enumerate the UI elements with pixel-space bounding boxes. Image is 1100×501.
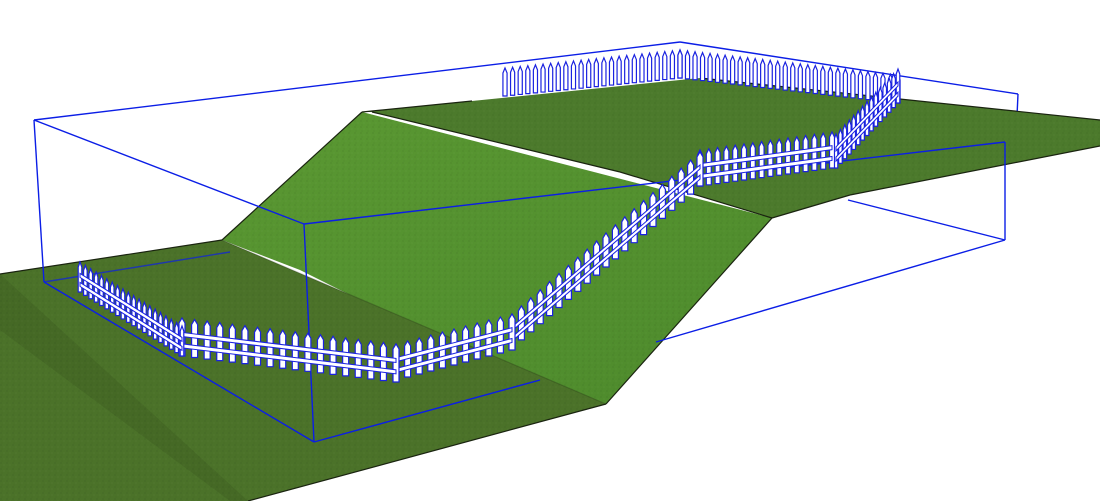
fence-picket (835, 66, 841, 97)
fence-picket (767, 58, 773, 89)
fence-picket (827, 65, 834, 96)
fence-picket (722, 53, 728, 84)
fence-picket (677, 48, 683, 79)
fence-picket (392, 342, 400, 383)
fence-picket (639, 52, 645, 83)
fence-picket (593, 57, 599, 88)
fence-picket (662, 49, 668, 81)
fence-picket (752, 57, 758, 88)
fence-picket (601, 56, 607, 87)
fence-rail-front (835, 90, 899, 163)
fence-picket (578, 58, 584, 89)
fence-picket (631, 53, 638, 84)
fence-picket (850, 68, 856, 99)
fence-picket (782, 60, 788, 91)
fence-picket (669, 49, 676, 80)
fence-picket (797, 62, 803, 93)
picket-fence[interactable] (77, 48, 901, 383)
fence-picket (790, 61, 796, 92)
fence-picket (842, 67, 849, 98)
fence-rail-front (835, 80, 899, 153)
fence-picket (555, 60, 561, 92)
fence-picket (654, 50, 660, 81)
fence-picket (775, 59, 781, 90)
fence-picket (714, 52, 721, 83)
fence-picket (737, 55, 743, 86)
fence-picket (517, 64, 523, 96)
fence-picket (532, 63, 539, 94)
fence-picket (563, 60, 569, 91)
fence-picket (805, 63, 811, 94)
fence-picket (684, 49, 691, 80)
fence-rail-front (79, 272, 183, 343)
bounding-box-front (33, 119, 1006, 443)
fence-picket (616, 54, 622, 85)
fence-picket (509, 65, 516, 96)
fence-picket (812, 63, 818, 95)
fence-picket (540, 62, 546, 93)
fence-picket (707, 51, 713, 83)
terrain[interactable] (0, 77, 1100, 501)
fence-picket (646, 51, 653, 82)
fence-picket (502, 66, 508, 97)
fence-picket (586, 57, 592, 88)
fence-rail-front (79, 281, 183, 352)
fence-picket (857, 69, 864, 100)
fence-picket (692, 50, 698, 81)
fence-picket (525, 64, 531, 95)
fence-picket (760, 57, 766, 89)
fence-picket (624, 53, 630, 85)
fence-picket (547, 61, 554, 92)
fence-picket (729, 54, 736, 85)
fence-picket (699, 51, 706, 82)
fence-picket (865, 69, 871, 101)
fence-picket (570, 59, 577, 90)
fence-picket (744, 56, 751, 87)
fence-picket (608, 55, 615, 86)
fence-picket (820, 64, 826, 95)
